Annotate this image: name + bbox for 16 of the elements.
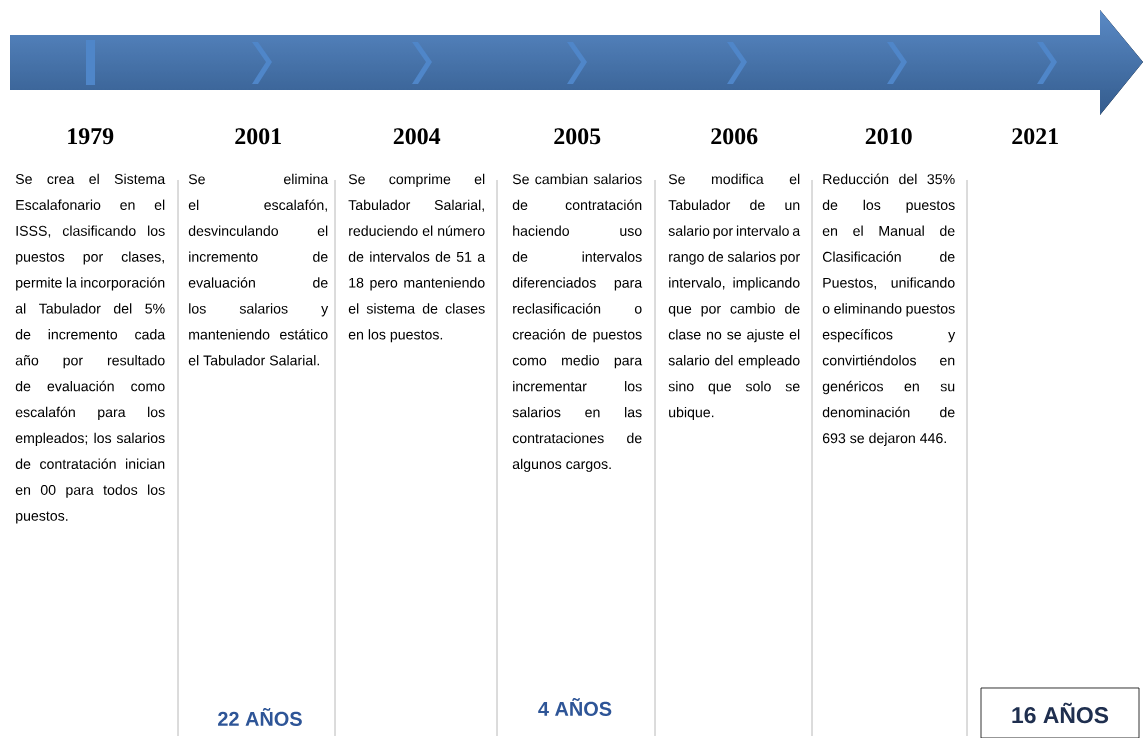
description-text: Se elimina el escalafón, desvinculando el incremento de evaluación de los salarios y manteniendo estático el Tabulador Salarial. [188,173,329,366]
year-label: 2010 [865,128,912,145]
year-label: 2004 [393,128,441,145]
description-text: Reducción del 35% de los puestos en el Manual de Clasificación de Puestos, unificando o eliminando puestos específicos y convirtiéndolos en genéricos en su denominación de 693 se dejaron 446. [822,173,956,446]
duration-box: 16 AÑOS [980,687,1140,738]
description-text: Se modifica el Tabulador de un salario por intervalo a rango de salarios por intervalo, implicando que por cambio de clase no se ajuste el salario del empleado sino que solo se ubique. [668,173,801,421]
year-label: 2005 [554,128,601,145]
duration-label: 4 AÑOS [538,698,612,716]
description-text: Se cambian salarios de contratación haciendo uso de intervalos diferenciados para reclasificación o creación de puestos como medio para incrementar los salarios en las contrataciones de algunos cargos. [512,173,643,472]
year-label: 1979 [68,128,114,145]
description-text: Se comprime el Tabulador Salarial, reduciendo el número de intervalos de 51 a 18 pero manteniendo el sistema de clases en los puestos. [348,173,486,343]
duration-label: 22 AÑOS [218,708,302,726]
year-label: 2006 [711,128,758,145]
description-text: Se crea el Sistema Escalafonario en el ISSS, clasificando los puestos por clases, permite la incorporación al Tabulador del 5% de incremento cada año por resultado de evaluación como escalafón para los empleados; los salarios de contratación inician en 00 para todos los puestos. [15,173,166,524]
year-label: 2021 [1012,128,1058,145]
year-label: 2001 [235,128,281,145]
